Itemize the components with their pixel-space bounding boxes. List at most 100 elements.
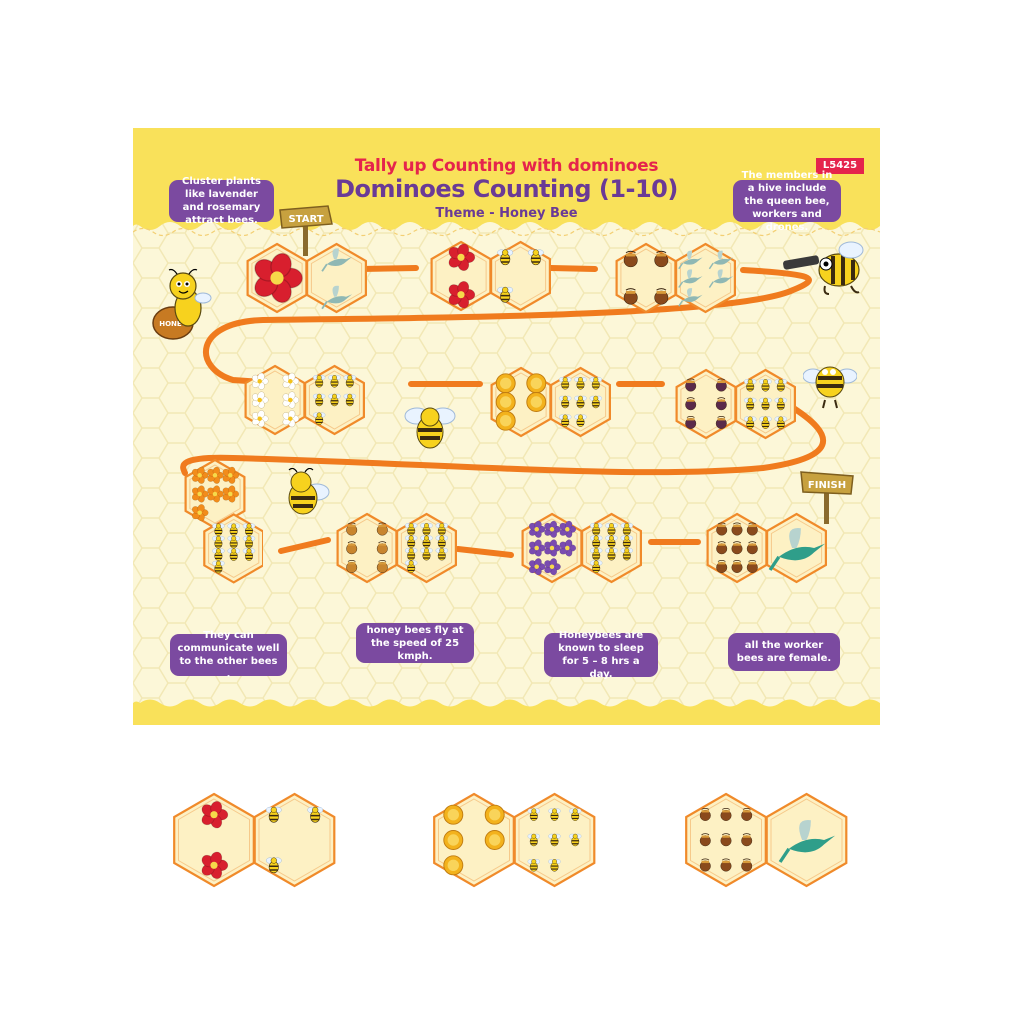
fact-card-6: all the worker bees are female. [728, 633, 840, 671]
bee-icon [620, 535, 633, 548]
bee-icon [405, 535, 418, 548]
start-sign: START [279, 205, 333, 256]
domino-1-left-half [246, 242, 308, 314]
honeycomb-cell-icon [484, 804, 505, 825]
domino-1 [246, 242, 368, 314]
bee-icon [405, 548, 418, 561]
domino-2 [430, 240, 552, 312]
bee-icon [744, 416, 757, 429]
bee-with-telescope-character [783, 241, 864, 295]
subtitle: Tally up Counting with dominoes [354, 156, 659, 176]
bee-icon [227, 523, 240, 536]
bee-icon [497, 249, 514, 266]
daisy-icon [282, 391, 300, 409]
bee-with-honey-jar-character: HONEY [152, 268, 212, 340]
bee-icon [212, 560, 225, 574]
honey-pot-icon [741, 807, 753, 821]
bee-icon [313, 375, 326, 388]
bee-icon [420, 548, 433, 561]
honeycomb-cell-icon [484, 830, 505, 850]
honey-pot-icon [623, 288, 638, 305]
orange-flower-icon [222, 485, 240, 503]
bee-icon [212, 548, 225, 561]
honey-pot-dark-icon [685, 415, 697, 429]
honey-pot-icon [741, 833, 753, 847]
orange-flower-icon [207, 466, 224, 484]
domino-9-left-half [521, 512, 583, 584]
domino-4 [244, 364, 366, 436]
daisy-icon [282, 410, 300, 428]
honey-pot-icon [716, 522, 728, 536]
red-flower-icon [448, 243, 476, 272]
flying-bee-icon [404, 407, 456, 449]
honeycomb-cell-icon [443, 804, 464, 825]
bee-icon [574, 395, 587, 409]
honey-pot-icon [699, 833, 711, 847]
domino-10-right-half [765, 512, 828, 584]
orange-flower-icon [191, 504, 209, 522]
honey-pot-icon [746, 522, 758, 536]
start-sign-label: START [288, 214, 323, 225]
bee-icon [242, 548, 256, 561]
honey-pot-icon [731, 541, 743, 555]
bee-icon [343, 393, 356, 407]
loose-domino-2-left-half [433, 792, 515, 888]
domino-5-right-half [549, 366, 612, 438]
loose-domino-1-left-half [173, 792, 255, 888]
bee-icon [759, 416, 772, 429]
domino-6 [675, 368, 797, 440]
bee-icon [242, 523, 256, 536]
bee-icon [590, 548, 603, 561]
red-flower-icon [201, 800, 229, 829]
honey-pot-dark-icon [685, 397, 697, 411]
red-flower-icon [448, 280, 476, 309]
hummingbird-icon [708, 250, 734, 270]
loose-domino-3-left-half [685, 792, 767, 888]
jar-label: HONEY [159, 320, 187, 328]
daisy-icon [251, 372, 269, 390]
daisy-icon [251, 410, 269, 428]
domino-9 [521, 512, 643, 584]
honey-pot-icon [623, 250, 638, 268]
domino-10 [706, 512, 828, 584]
bee-icon [548, 833, 561, 847]
bee-icon [265, 806, 282, 823]
bee-icon [759, 397, 772, 411]
honeycomb-cell-icon [526, 373, 547, 394]
honey-jar-icon [346, 522, 358, 536]
orange-flower-icon [191, 466, 209, 484]
honeycomb-cell-icon [443, 830, 464, 850]
bee-icon [774, 379, 787, 392]
bee-icon [307, 806, 324, 823]
game-board: Tally up Counting with dominoes Dominoes… [133, 128, 880, 725]
bee-icon [405, 560, 418, 573]
hummingbird-icon [678, 250, 703, 270]
bee-icon [265, 857, 282, 874]
bee-icon [328, 375, 341, 388]
bee-icon [212, 523, 225, 536]
cartoon-bee-icon [288, 468, 330, 515]
honey-pot-icon [731, 522, 743, 536]
bee-icon [328, 393, 341, 407]
hibiscus-large-icon [254, 252, 303, 304]
honey-pot-dark-icon [715, 378, 727, 392]
loose-domino-2 [433, 792, 596, 888]
honey-jar-icon [346, 559, 358, 573]
honey-pot-dark-icon [685, 378, 697, 392]
domino-8 [336, 512, 458, 584]
bee-icon [527, 833, 540, 847]
domino-7 [184, 458, 263, 584]
domino-6-left-half [675, 368, 737, 440]
finish-sign-label: FINISH [808, 480, 846, 491]
honey-pot-icon [716, 559, 728, 573]
domino-5-left-half [490, 366, 552, 438]
domino-5 [490, 366, 612, 438]
bee-icon [313, 393, 326, 407]
domino-1-right-half [305, 242, 368, 314]
red-flower-icon [201, 851, 229, 880]
loose-domino-3-right-half [765, 792, 848, 888]
domino-3-right-half [674, 242, 737, 314]
purple-flower-icon [544, 520, 561, 538]
fact-card-2: The members in a hive include the queen … [733, 170, 841, 233]
bee-icon [574, 377, 587, 390]
